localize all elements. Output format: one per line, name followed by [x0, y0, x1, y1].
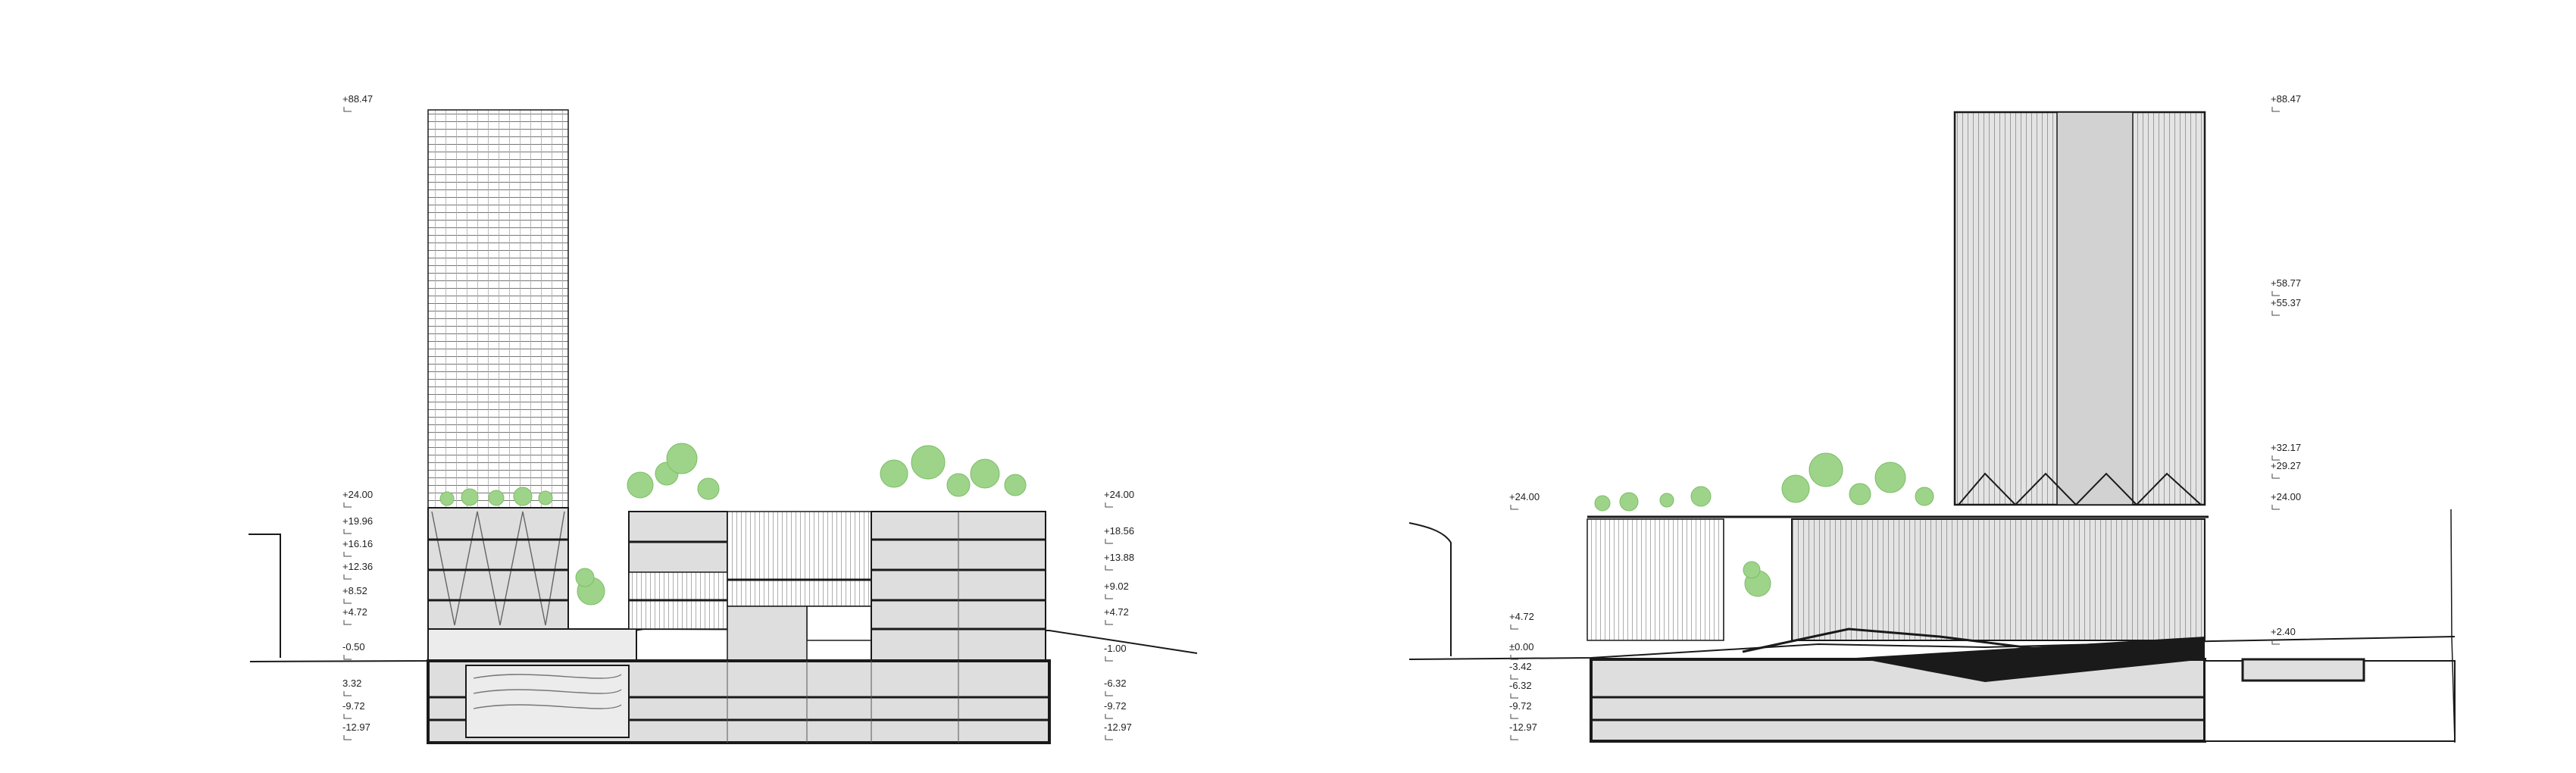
section-right: +24.00 +4.72 ±0.00 -3.42 -6.32 -9.72 -12.97 +8… — [1408, 93, 2456, 743]
level-label: -0.50 — [342, 641, 365, 653]
level-tick — [2271, 291, 2280, 296]
level-tick — [343, 529, 352, 534]
basement-left — [427, 659, 1051, 744]
level-tick — [1510, 655, 1518, 660]
level-markers-left-inner: +24.00 +18.56 +13.88 +9.02 +4.72 -1.00 -6.32 -9… — [1104, 489, 1134, 740]
level-label: +88.47 — [342, 93, 373, 105]
podium-main-right — [1791, 518, 2206, 641]
level-label: -12.97 — [1104, 721, 1132, 733]
podium-base-left — [427, 628, 637, 662]
tower-left — [427, 109, 569, 630]
middle-block-left — [727, 511, 872, 662]
block-a-left — [628, 511, 728, 630]
level-label: +32.17 — [2271, 442, 2301, 453]
level-label: +24.00 — [1509, 491, 1540, 502]
level-label: -1.00 — [1104, 643, 1127, 654]
level-tick — [343, 502, 352, 508]
level-tick — [343, 552, 352, 557]
level-label: ±0.00 — [1509, 641, 1533, 653]
level-tick — [2271, 640, 2280, 645]
level-tick — [2271, 107, 2280, 112]
roof-trees-left — [439, 443, 1027, 606]
level-label: +19.96 — [342, 515, 373, 527]
level-tick — [1105, 691, 1113, 696]
truss-transfer — [1958, 472, 2202, 506]
level-label: 3.32 — [342, 678, 361, 689]
ground-line — [249, 627, 1198, 662]
level-label: +55.37 — [2271, 297, 2301, 308]
level-tick — [1510, 693, 1518, 699]
level-tick — [2271, 505, 2280, 510]
level-tick — [343, 655, 352, 660]
level-tick — [343, 599, 352, 604]
level-label: -6.32 — [1509, 680, 1532, 691]
level-label: -3.42 — [1509, 661, 1532, 672]
level-label: +13.88 — [1104, 552, 1134, 563]
ground-line — [1408, 636, 2456, 660]
section-left: +88.47 +24.00 +19.96 +16.16 +12.36 +8.52 +4.72… — [249, 93, 1198, 744]
level-tick — [1510, 735, 1518, 740]
level-label: +9.02 — [1104, 581, 1129, 592]
level-label: +4.72 — [1104, 606, 1129, 618]
level-label: +12.36 — [342, 561, 373, 572]
level-label: -9.72 — [1104, 700, 1127, 712]
level-label: +24.00 — [2271, 491, 2301, 502]
level-tick — [1105, 656, 1113, 662]
basement-right — [1590, 637, 2456, 743]
block-c-left — [871, 511, 1046, 662]
level-tick — [343, 691, 352, 696]
level-markers-left-outer: +88.47 +24.00 +19.96 +16.16 +12.36 +8.52 +4.72… — [342, 93, 373, 740]
level-label: -9.72 — [342, 700, 365, 712]
tower-right — [1953, 111, 2206, 506]
level-tick — [1105, 714, 1113, 719]
level-tick — [1105, 735, 1113, 740]
level-tick — [2271, 474, 2280, 479]
level-label: +4.72 — [1509, 611, 1534, 622]
level-label: +88.47 — [2271, 93, 2301, 105]
neighbour-building-outline — [1408, 522, 1452, 656]
level-markers-right-outer: +24.00 +4.72 ±0.00 -3.42 -6.32 -9.72 -12.97 — [1509, 491, 1540, 740]
level-label: +2.40 — [2271, 626, 2296, 637]
level-tick — [343, 107, 352, 112]
level-label: -6.32 — [1104, 678, 1127, 689]
level-tick — [1105, 594, 1113, 599]
level-tick — [1510, 505, 1518, 510]
roof-trees-right — [1594, 452, 1934, 597]
level-tick — [343, 735, 352, 740]
level-tick — [343, 714, 352, 719]
level-tick — [2271, 311, 2280, 316]
level-tick — [343, 620, 352, 625]
podium-left-block-right — [1587, 518, 1724, 641]
neighbour-building-outline-right — [2450, 509, 2456, 743]
level-label: +24.00 — [342, 489, 373, 500]
level-label: +4.72 — [342, 606, 367, 618]
level-label: +16.16 — [342, 538, 373, 549]
level-label: +8.52 — [342, 585, 367, 596]
level-label: -12.97 — [342, 721, 370, 733]
level-tick — [2271, 455, 2280, 461]
level-label: -9.72 — [1509, 700, 1532, 712]
level-tick — [1105, 565, 1113, 571]
level-tick — [1105, 620, 1113, 625]
level-tick — [1510, 674, 1518, 680]
level-tick — [1105, 502, 1113, 508]
level-tick — [1105, 539, 1113, 544]
level-label: +58.77 — [2271, 277, 2301, 289]
level-label: +29.27 — [2271, 460, 2301, 471]
level-markers-right-inner: +88.47 +58.77 +55.37 +32.17 +29.27 +24.00 +2.4… — [2271, 93, 2301, 645]
level-tick — [343, 574, 352, 580]
level-label: -12.97 — [1509, 721, 1537, 733]
level-tick — [1510, 624, 1518, 630]
level-label: +24.00 — [1104, 489, 1134, 500]
level-label: +18.56 — [1104, 525, 1134, 537]
level-tick — [1510, 714, 1518, 719]
neighbour-building-outline — [249, 534, 281, 658]
